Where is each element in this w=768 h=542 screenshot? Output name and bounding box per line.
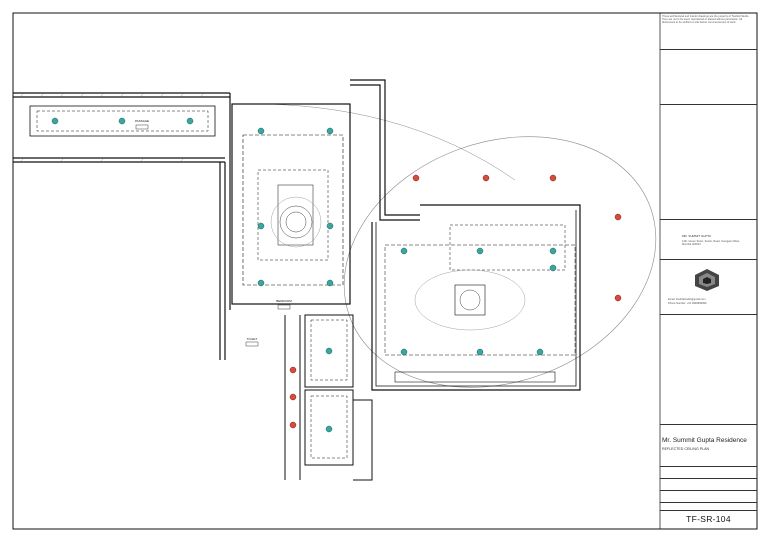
info-row-4	[660, 503, 757, 511]
light-fixture	[549, 247, 557, 255]
light-fixture	[326, 279, 334, 287]
light-fixture	[326, 127, 334, 135]
project-title: Mr. Summit Gupta Residence	[662, 437, 747, 444]
left-vertical-walls	[219, 93, 231, 360]
toilet-label: TOILET	[247, 337, 258, 341]
central-room	[231, 103, 351, 305]
light-fixture-red	[412, 174, 420, 182]
teal-light-fixtures	[51, 117, 557, 433]
red-light-fixtures	[289, 174, 622, 429]
light-fixture	[325, 347, 333, 355]
consultant-cell: Email: twofoldstudio@gmail.com Phone Num…	[660, 260, 757, 315]
drawing-number: TF-SR-104	[686, 514, 731, 524]
bedroom-label-box	[277, 304, 291, 310]
top-stepped-wall	[350, 79, 420, 221]
light-fixture	[549, 264, 557, 272]
light-fixture	[51, 117, 59, 125]
light-fixture-red	[482, 174, 490, 182]
light-fixture-red	[289, 421, 297, 429]
client-name: MR. SUMMIT GUPTA	[682, 234, 712, 238]
passage-hatch	[19, 92, 205, 163]
light-fixture	[400, 348, 408, 356]
client-cell: MR. SUMMIT GUPTA 12th, Green Tower, Sect…	[660, 220, 757, 260]
light-fixture-red	[549, 174, 557, 182]
client-address: 12th, Green Tower, Sector, Road, Goregao…	[682, 240, 740, 246]
blank-cell	[660, 105, 757, 220]
light-fixture-red	[614, 294, 622, 302]
light-fixture-red	[289, 366, 297, 374]
arc-curve	[234, 103, 516, 181]
passage-label-box	[135, 124, 149, 130]
toilet-label-box	[245, 341, 259, 347]
info-row-2	[660, 479, 757, 491]
light-fixture-red	[289, 393, 297, 401]
passage-label: PASSAGE	[135, 119, 149, 123]
studio-logo-icon	[694, 268, 720, 292]
drawing-subtitle: REFLECTED CEILING PLAN	[662, 447, 710, 451]
light-fixture	[536, 348, 544, 356]
light-fixture	[400, 247, 408, 255]
light-fixture	[186, 117, 194, 125]
toilet-rooms	[284, 314, 373, 481]
project-cell: Mr. Summit Gupta Residence REFLECTED CEI…	[660, 425, 757, 467]
contact-email: Email: twofoldstudio@gmail.com	[668, 298, 706, 301]
light-fixture	[257, 279, 265, 287]
light-fixture	[476, 348, 484, 356]
elliptical-ceiling-curve	[343, 136, 657, 388]
light-fixture-red	[614, 213, 622, 221]
notes-text: These architectural and interior drawing…	[662, 15, 750, 24]
light-fixture	[476, 247, 484, 255]
notes-cell: These architectural and interior drawing…	[660, 13, 757, 50]
light-fixture	[326, 222, 334, 230]
right-room	[371, 204, 581, 391]
passage-walls	[13, 92, 230, 163]
light-fixture	[257, 222, 265, 230]
revision-cell	[660, 50, 757, 105]
contact-phone: Phone Number: +91 9999999999	[668, 302, 707, 305]
light-fixture	[325, 425, 333, 433]
remarks-cell	[660, 315, 757, 425]
info-row-1	[660, 467, 757, 479]
bedroom-label: BEDROOM	[276, 299, 292, 303]
title-block: These architectural and interior drawing…	[660, 13, 757, 529]
sheet-border	[12, 12, 758, 530]
light-fixture	[257, 127, 265, 135]
info-row-3	[660, 491, 757, 503]
light-fixture	[118, 117, 126, 125]
